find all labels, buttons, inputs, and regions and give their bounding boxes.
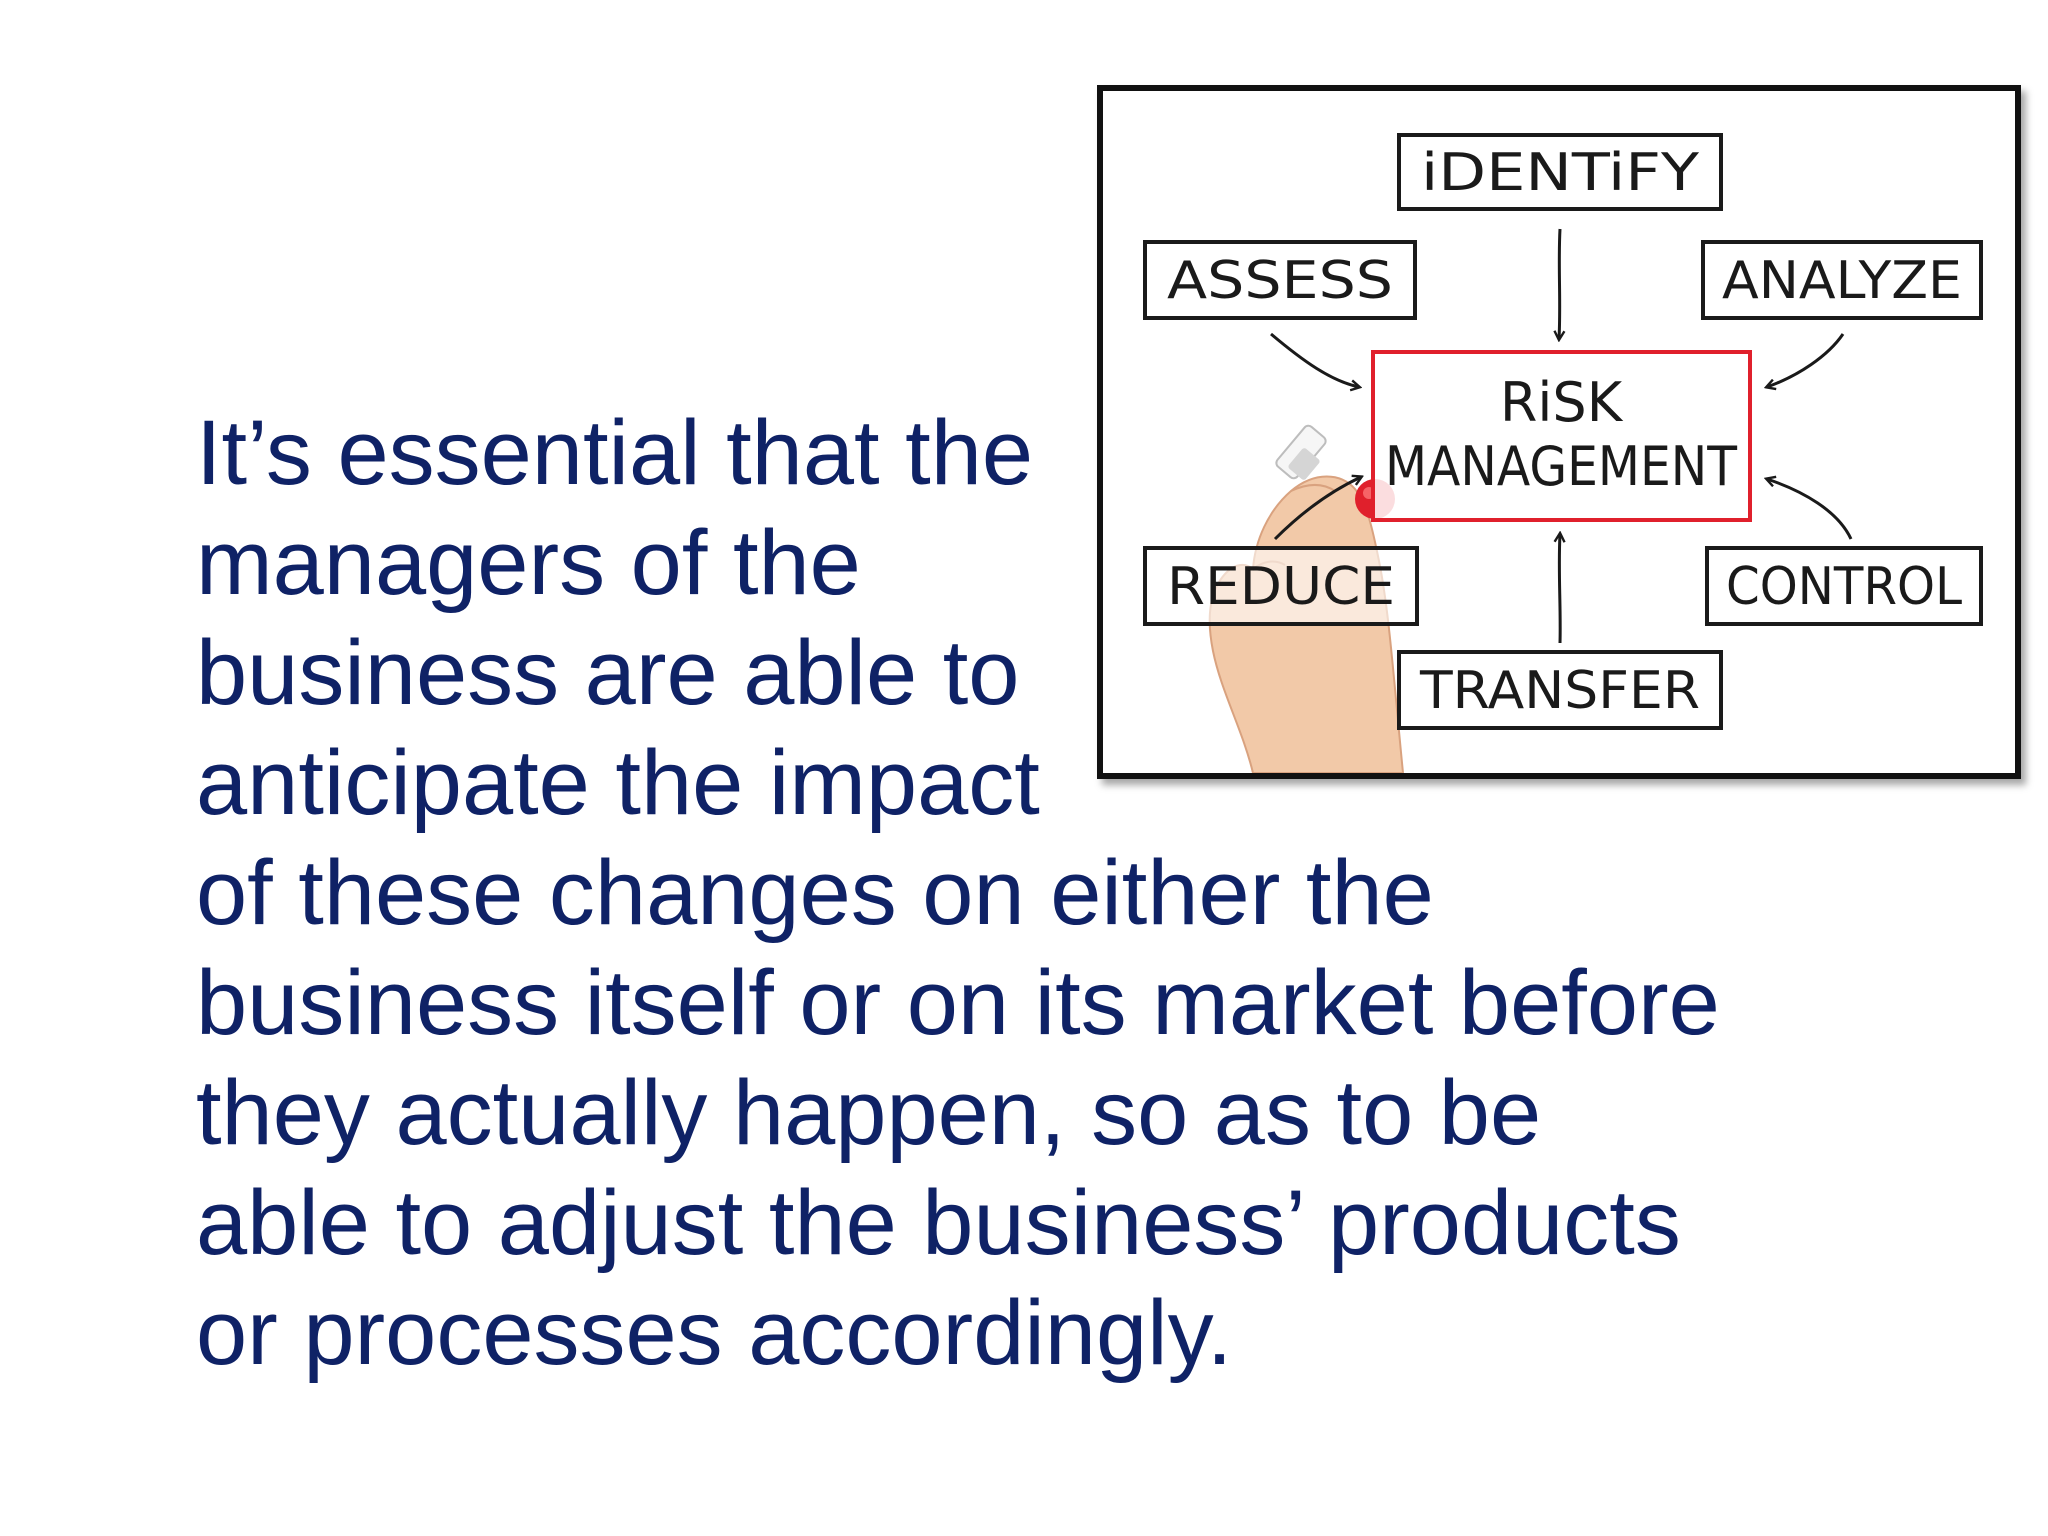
management-label: MANAGEMENT bbox=[1385, 435, 1738, 498]
risk-management-diagram: RiSK MANAGEMENT iDENTiFY ASSESS ANALYZE … bbox=[1143, 133, 1983, 773]
arrow-analyze-to-center bbox=[1767, 333, 1845, 387]
assess-box bbox=[1143, 240, 1417, 320]
transfer-box bbox=[1397, 650, 1723, 730]
arrow-transfer-to-center bbox=[1559, 534, 1560, 644]
paragraph-line: business are able to bbox=[196, 622, 1020, 724]
arrow-assess-to-center bbox=[1270, 332, 1359, 387]
risk-management-image: RiSK MANAGEMENT iDENTiFY ASSESS ANALYZE … bbox=[1097, 85, 2021, 779]
risk-label: RiSK bbox=[1500, 371, 1624, 434]
paragraph-line: they actually happen, so as to be bbox=[196, 1062, 1542, 1164]
paragraph-line: or processes accordingly. bbox=[196, 1282, 1233, 1384]
paragraph-line: managers of the bbox=[196, 512, 861, 614]
assess-label: ASSESS bbox=[1167, 251, 1393, 311]
arrow-reduce-to-center bbox=[1273, 477, 1361, 541]
arrow-control-to-center bbox=[1767, 479, 1853, 540]
control-label: CONTROL bbox=[1726, 557, 1962, 617]
analyze-label: ANALYZE bbox=[1722, 251, 1962, 311]
identify-label: iDENTiFY bbox=[1421, 143, 1699, 203]
analyze-box bbox=[1701, 240, 1983, 320]
identify-box bbox=[1397, 133, 1723, 211]
transfer-label: TRANSFER bbox=[1419, 661, 1700, 721]
paragraph-line: business itself or on its market before bbox=[196, 952, 1720, 1054]
paragraph-line: able to adjust the business’ products bbox=[196, 1172, 1681, 1274]
reduce-label: REDUCE bbox=[1167, 557, 1395, 617]
body-paragraph: It’s essential that the managers of the … bbox=[196, 398, 1796, 1388]
paragraph-line: of these changes on either the bbox=[196, 842, 1434, 944]
reduce-box bbox=[1143, 546, 1419, 626]
risk-management-box bbox=[1371, 350, 1752, 522]
control-box bbox=[1705, 546, 1983, 626]
arrow-identify-to-center bbox=[1559, 228, 1560, 339]
paragraph-line: anticipate the impact bbox=[196, 732, 1040, 834]
paragraph-line: It’s essential that the bbox=[196, 402, 1034, 504]
